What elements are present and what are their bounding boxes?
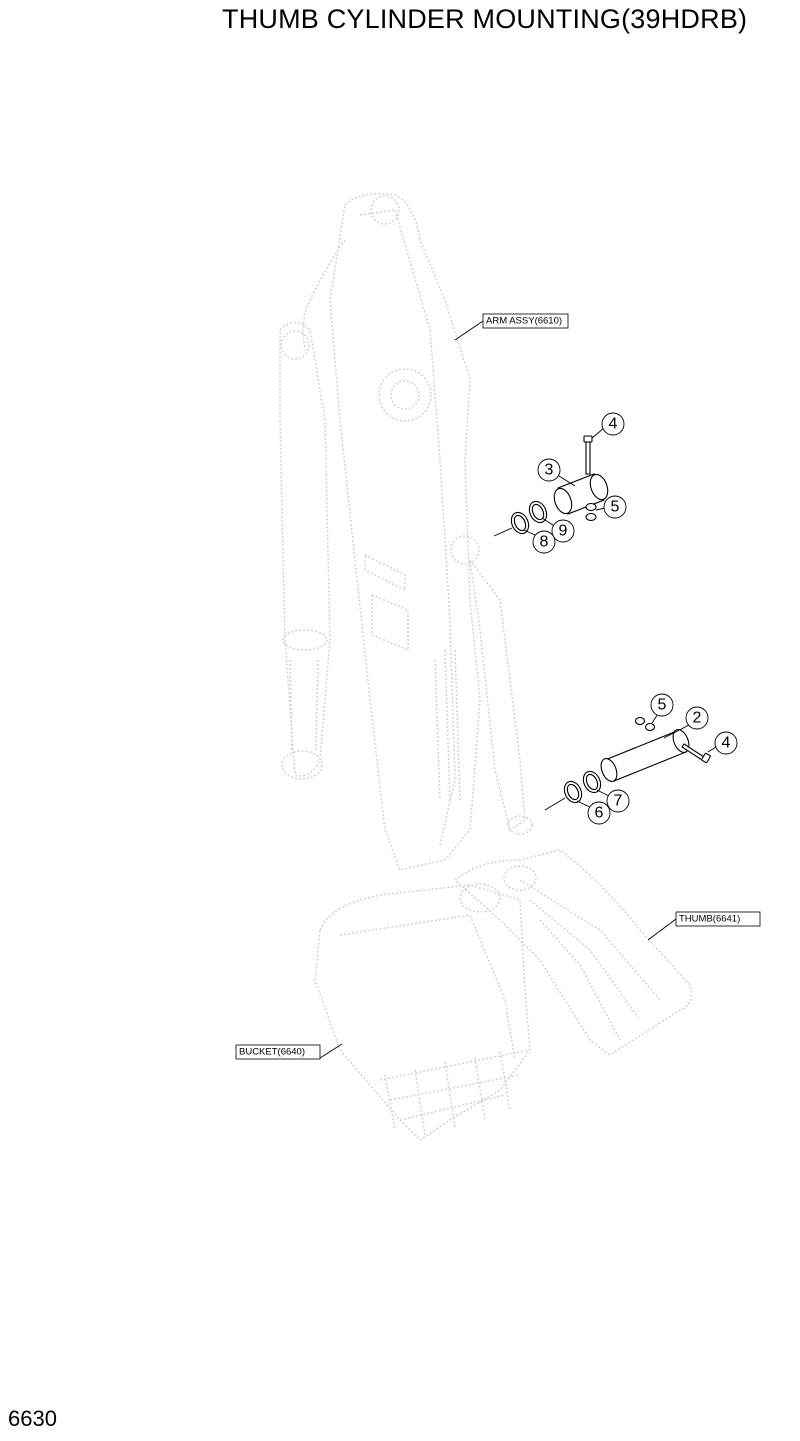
balloon-number: 9 bbox=[559, 523, 568, 540]
balloon-number: 3 bbox=[545, 462, 554, 479]
balloon-number: 5 bbox=[611, 499, 620, 516]
balloon-8: 8 bbox=[523, 529, 556, 554]
arm-assy-tag: ARM ASSY(6610) bbox=[454, 313, 569, 341]
balloon-6: 6 bbox=[576, 800, 611, 825]
balloon-2: 2 bbox=[663, 706, 709, 739]
balloon-number: 8 bbox=[540, 534, 549, 551]
balloon-5-lower: 5 bbox=[650, 693, 674, 724]
pin-part-3-upper bbox=[553, 473, 609, 515]
bolt-part-4-upper bbox=[583, 435, 593, 475]
balloon-4-lower: 4 bbox=[707, 731, 738, 755]
page-title: THUMB CYLINDER MOUNTING(39HDRB) bbox=[222, 4, 748, 34]
balloon-5-upper: 5 bbox=[595, 495, 627, 519]
background-arm-drawing bbox=[279, 193, 692, 1141]
page-number: 6630 bbox=[8, 1406, 57, 1431]
upper-pin-assembly bbox=[493, 435, 609, 537]
balloon-number: 4 bbox=[609, 416, 618, 433]
balloon-number: 2 bbox=[693, 710, 702, 727]
balloon-7: 7 bbox=[596, 789, 630, 813]
balloon-number: 7 bbox=[614, 793, 623, 810]
bucket-label: BUCKET(6640) bbox=[239, 1047, 305, 1058]
thumb-label: THUMB(6641) bbox=[679, 914, 740, 925]
pin-part-2-lower bbox=[600, 729, 690, 782]
arm-assy-label: ARM ASSY(6610) bbox=[486, 316, 562, 327]
balloon-3: 3 bbox=[537, 458, 576, 487]
balloon-number: 6 bbox=[595, 805, 604, 822]
balloon-4-upper: 4 bbox=[591, 412, 625, 439]
balloon-9: 9 bbox=[541, 517, 575, 543]
lower-pin-assembly bbox=[544, 716, 711, 811]
nuts-part-5-lower bbox=[634, 716, 656, 732]
thumb-tag: THUMB(6641) bbox=[647, 911, 761, 941]
balloon-number: 5 bbox=[658, 697, 667, 714]
balloon-number: 4 bbox=[722, 735, 731, 752]
nuts-part-5-upper bbox=[585, 502, 597, 522]
rings-parts-8-9-upper bbox=[510, 500, 548, 535]
bolt-part-4-lower bbox=[681, 743, 711, 764]
rings-parts-6-7-lower bbox=[563, 770, 602, 804]
bucket-tag: BUCKET(6640) bbox=[235, 1043, 343, 1060]
